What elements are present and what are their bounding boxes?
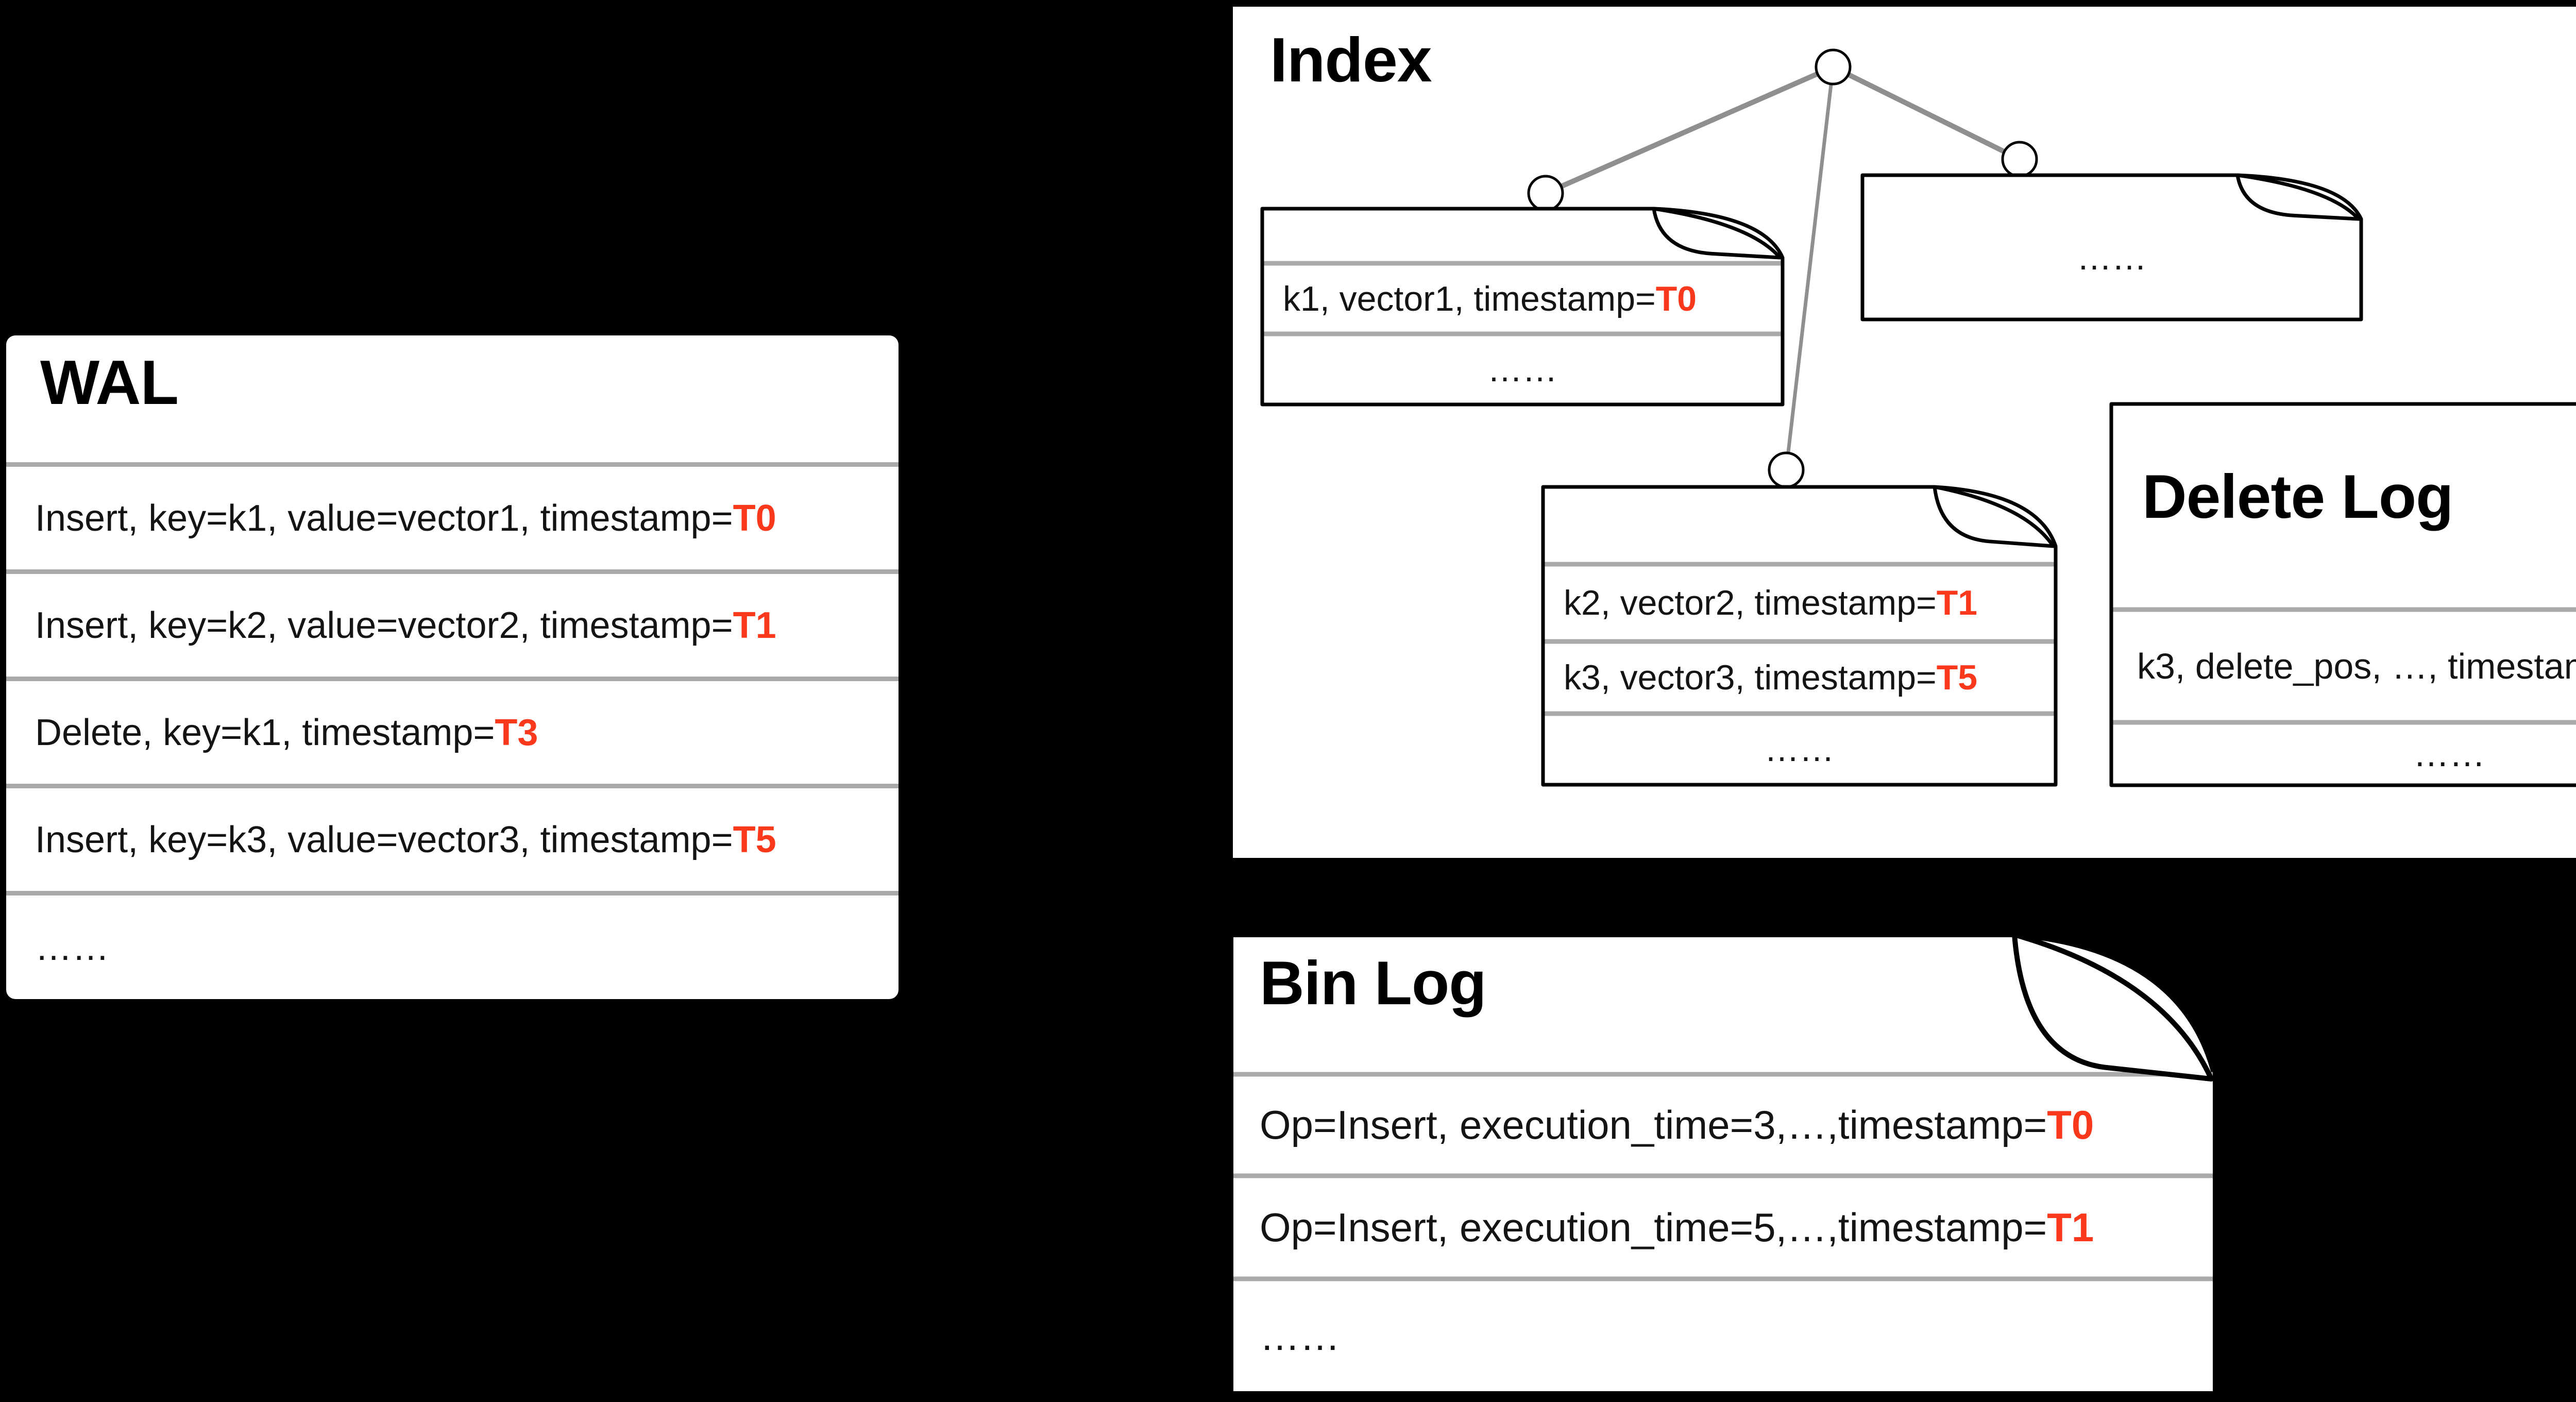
wal-row-insert-k3: Insert, key=k3, value=vector3, timestamp… — [6, 784, 899, 891]
index-tree — [1527, 48, 2038, 488]
wal-title: WAL — [40, 347, 179, 417]
delete-log-row-ellipsis: …… — [2111, 722, 2576, 785]
wal-row-timestamp: T5 — [733, 819, 776, 860]
index-title: Index — [1270, 25, 1432, 95]
segment-row-ellipsis: …… — [1862, 196, 2361, 319]
bin-log-row-1: Op=Insert, execution_time=3,…,timestamp=… — [1231, 1074, 2215, 1176]
bin-log-row-ellipsis: …… — [1231, 1279, 2215, 1394]
tree-edge-middle — [1784, 66, 1835, 470]
wal-row-text: Delete, key=k1, timestamp= — [35, 712, 495, 753]
index-segment-k2-k3: k2, vector2, timestamp=T1 k3, vector3, t… — [1541, 485, 2058, 787]
wal-row-timestamp: T1 — [733, 604, 776, 646]
segment-row-timestamp: T1 — [1936, 583, 1978, 622]
segment-row-text: k3, vector3, timestamp= — [1564, 658, 1937, 697]
bin-log-title: Bin Log — [1260, 949, 1487, 1018]
index-segment-more: …… — [1860, 173, 2363, 322]
delete-log-row-text: k3, delete_pos, …, timestamp= — [2137, 646, 2576, 686]
wal-row-ellipsis: …… — [6, 891, 899, 999]
wal-card: WAL Insert, key=k1, value=vector1, times… — [6, 335, 899, 999]
tree-edge-left — [1544, 64, 1835, 196]
tree-node-middle — [1768, 451, 1805, 488]
wal-row-delete-k1: Delete, key=k1, timestamp=T3 — [6, 677, 899, 784]
wal-row-timestamp: T0 — [733, 497, 776, 539]
document-shape — [1228, 932, 2218, 1396]
bin-log-row-text: Op=Insert, execution_time=5,…,timestamp= — [1260, 1204, 2047, 1250]
segment-row-k3: k3, vector3, timestamp=T5 — [1543, 641, 2056, 714]
segment-row-timestamp: T5 — [1936, 658, 1978, 697]
ellipsis-text: …… — [1764, 730, 1835, 769]
index-panel: Index k1, vector1, timestamp=T0 …… — [1233, 7, 2576, 858]
ellipsis-text: …… — [2413, 734, 2485, 774]
ellipsis-text: …… — [2077, 238, 2147, 277]
bin-log-row-2: Op=Insert, execution_time=5,…,timestamp=… — [1231, 1176, 2215, 1279]
wal-row-insert-k2: Insert, key=k2, value=vector2, timestamp… — [6, 569, 899, 677]
tree-node-root — [1815, 48, 1852, 86]
bin-log-row-timestamp: T0 — [2047, 1102, 2094, 1147]
segment-row-ellipsis: …… — [1543, 714, 2056, 785]
wal-row-text: Insert, key=k2, value=vector2, timestamp… — [35, 604, 733, 646]
segment-row-ellipsis: …… — [1262, 334, 1783, 404]
delete-log-row-k3: k3, delete_pos, …, timestamp=T3 — [2111, 610, 2576, 722]
bin-log-row-timestamp: T1 — [2047, 1204, 2094, 1250]
delete-log-card: Delete Log k3, delete_pos, …, timestamp=… — [2109, 402, 2576, 787]
index-segment-k1: k1, vector1, timestamp=T0 …… — [1260, 207, 1785, 407]
wal-row-text: Insert, key=k1, value=vector1, timestamp… — [35, 497, 733, 539]
bin-log-card: Bin Log Op=Insert, execution_time=3,…,ti… — [1228, 932, 2218, 1396]
segment-row-k2: k2, vector2, timestamp=T1 — [1543, 564, 2056, 641]
ellipsis-text: …… — [35, 926, 109, 968]
tree-edge-right — [1832, 64, 2021, 162]
ellipsis-text: …… — [1260, 1313, 1340, 1359]
document-shape — [1260, 207, 1785, 407]
segment-row-text: k2, vector2, timestamp= — [1564, 583, 1937, 622]
wal-row-timestamp: T3 — [495, 712, 538, 753]
segment-row-text: k1, vector1, timestamp= — [1283, 279, 1656, 318]
document-shape — [2109, 402, 2576, 787]
delete-log-title: Delete Log — [2142, 462, 2453, 531]
segment-row-timestamp: T0 — [1655, 279, 1697, 318]
ellipsis-text: …… — [1487, 349, 1557, 389]
document-shape — [1860, 173, 2363, 322]
wal-row-insert-k1: Insert, key=k1, value=vector1, timestamp… — [6, 462, 899, 569]
bin-log-row-text: Op=Insert, execution_time=3,…,timestamp= — [1260, 1102, 2047, 1147]
segment-row-k1: k1, vector1, timestamp=T0 — [1262, 263, 1783, 334]
document-shape — [1541, 485, 2058, 787]
wal-row-text: Insert, key=k3, value=vector3, timestamp… — [35, 819, 733, 860]
